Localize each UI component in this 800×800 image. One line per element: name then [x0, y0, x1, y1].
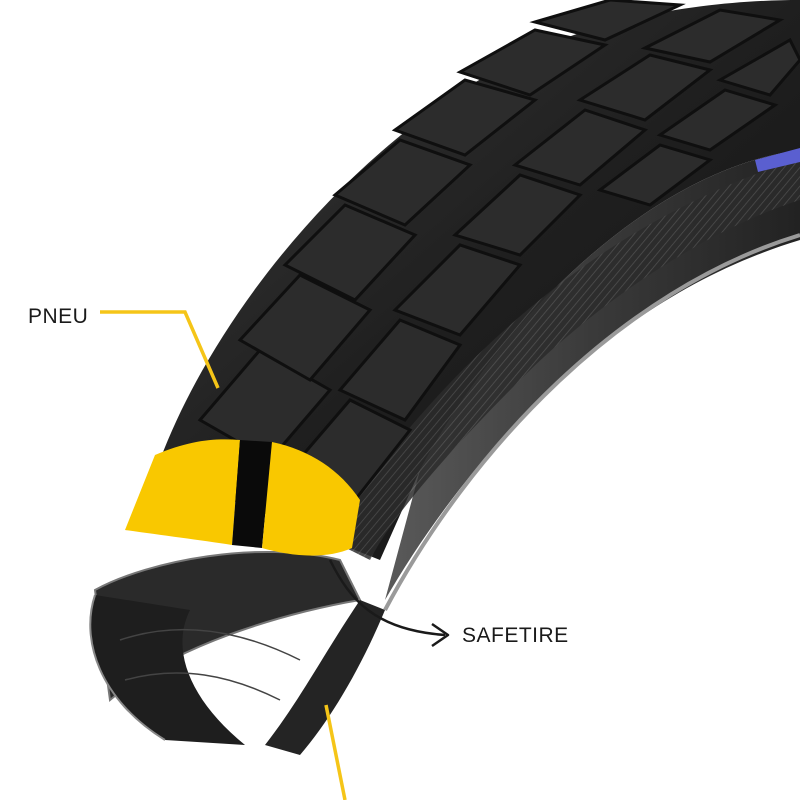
arrow-right-icon — [431, 622, 450, 648]
sidewall-rim-edge — [383, 233, 800, 611]
tread-texture-band — [330, 160, 800, 560]
safetire-leader-line — [328, 559, 446, 637]
inner-casing-right — [265, 600, 385, 755]
safetire-insert — [125, 439, 360, 556]
tread-blocks — [197, 0, 800, 502]
inner-casing — [90, 595, 245, 745]
brand-mark — [755, 148, 800, 172]
bottom-leader-line — [324, 704, 347, 800]
tire-sidewall — [385, 150, 800, 600]
safetire-label: SAFETIRE — [462, 624, 569, 647]
pneu-leader-line — [100, 310, 220, 389]
pneu-label: PNEU — [28, 305, 89, 328]
